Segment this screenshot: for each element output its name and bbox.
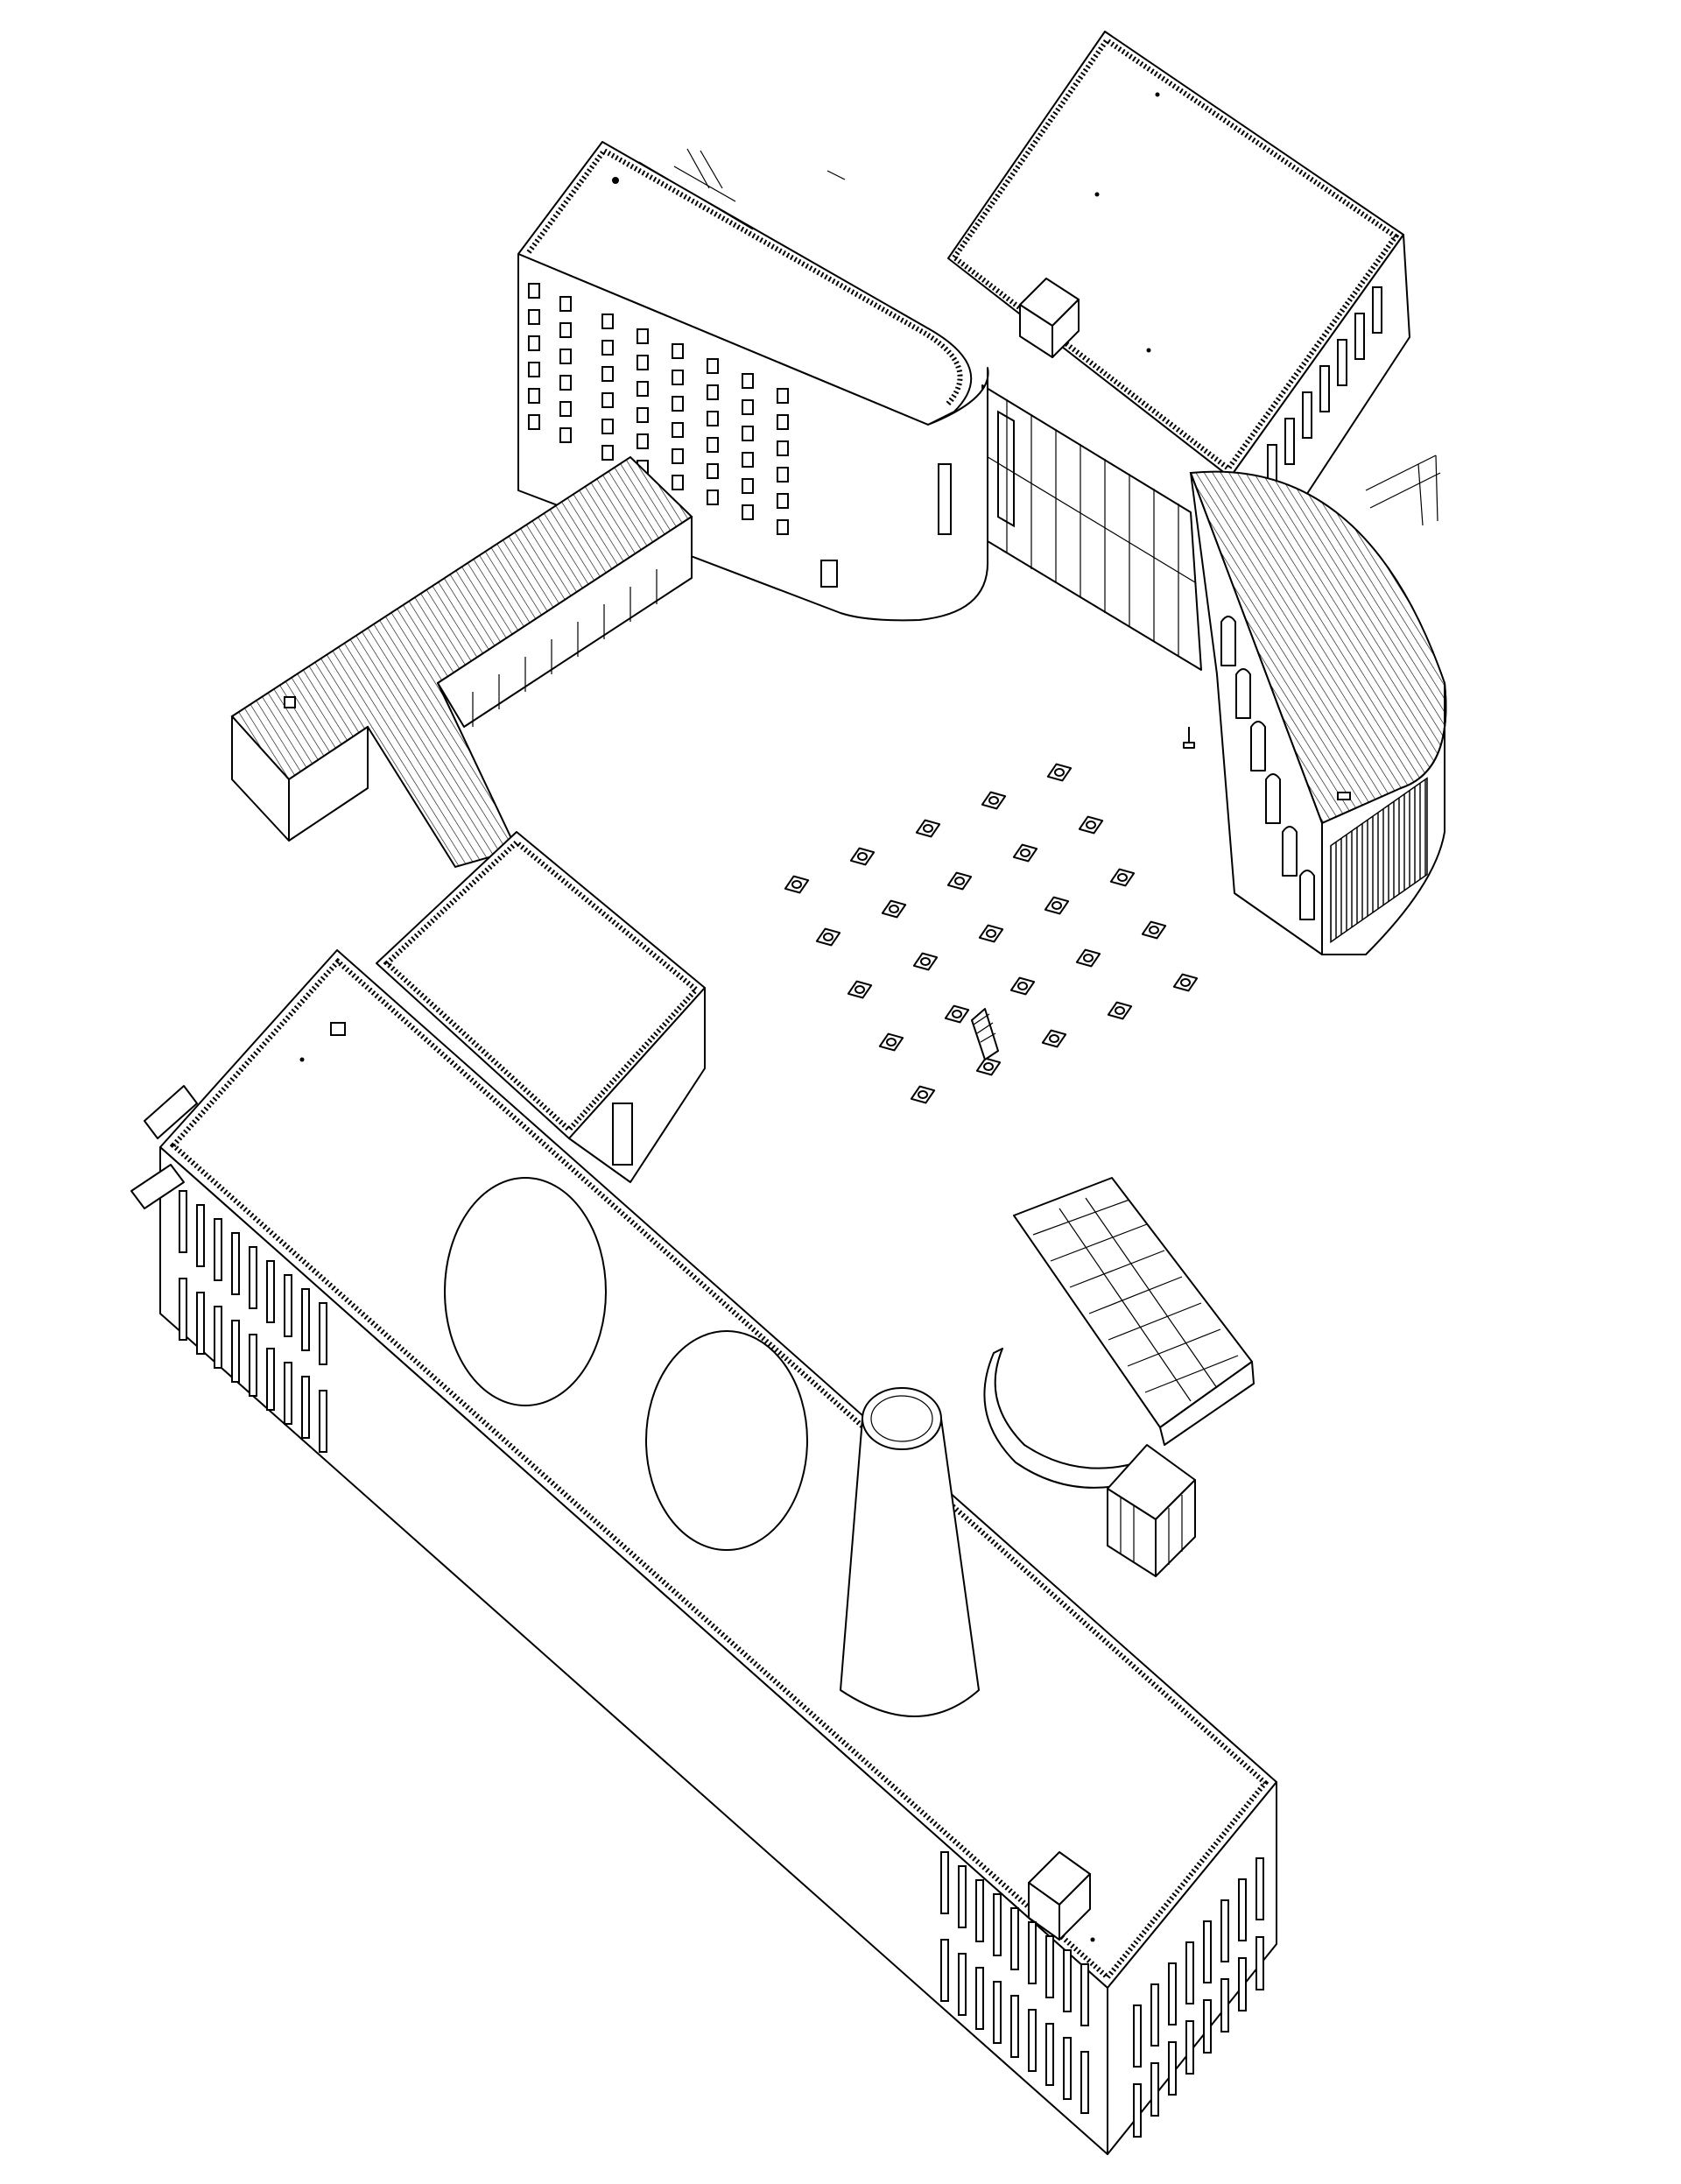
- skylight-lens: [1118, 874, 1127, 881]
- skylight-lens: [1115, 1007, 1124, 1014]
- skylight-lens: [887, 1039, 896, 1046]
- skylight-lens: [1021, 849, 1030, 856]
- half-round-arches: [1221, 616, 1314, 919]
- skylight-lens: [1052, 902, 1061, 909]
- scaffold: [1366, 455, 1440, 525]
- roof-box-north: [1020, 278, 1079, 357]
- skylight-lens: [984, 1063, 993, 1070]
- skylight-lens: [858, 853, 867, 860]
- roof-box-south: [1029, 1852, 1090, 1940]
- glass-house: [1108, 1445, 1195, 1576]
- northeast-block-windows: [1268, 287, 1382, 490]
- skylight-lens: [918, 1091, 927, 1098]
- tower-windows: [529, 284, 951, 587]
- courtyard-skylight-grid: [782, 760, 1199, 1107]
- skylight-lens: [1084, 955, 1093, 962]
- skylight-lens: [955, 877, 964, 884]
- skylight-lens: [924, 825, 932, 832]
- long-slab: [131, 950, 1277, 2154]
- rooftop-oval-1: [445, 1178, 606, 1406]
- skylight-lens: [987, 930, 995, 937]
- courtyard-lamp: [1184, 727, 1194, 748]
- courtyard-stair: [972, 1009, 998, 1060]
- roof-antenna: [612, 149, 845, 229]
- slab-windows-east: [941, 1852, 1263, 2137]
- half-round-hall: [1191, 472, 1445, 955]
- skylight-lens: [855, 986, 864, 993]
- sectioned-pavilion: [984, 1178, 1254, 1576]
- skylight-lens: [824, 933, 833, 941]
- skylight-lens: [953, 1011, 961, 1018]
- rooftop-funnel: [840, 1388, 979, 1716]
- skylight-lens: [1018, 983, 1027, 990]
- skylight-lens: [921, 958, 930, 965]
- skylight-lens: [1087, 821, 1095, 828]
- skylight-lens: [1055, 769, 1064, 776]
- slab-windows-west: [179, 1191, 327, 1452]
- rooftop-oval-2: [646, 1331, 807, 1550]
- skylight-lens: [1150, 926, 1158, 933]
- skylight-lens: [1050, 1035, 1059, 1042]
- skylight-lens: [890, 905, 898, 912]
- skylight-lens: [792, 881, 801, 888]
- wing-arcade: [473, 569, 657, 727]
- hatched-roof-wing: [232, 457, 692, 867]
- skylight-lens: [989, 797, 998, 804]
- small-court-block: [376, 832, 705, 1182]
- facade-bays: [998, 412, 1014, 525]
- skylight-lens: [1181, 979, 1190, 986]
